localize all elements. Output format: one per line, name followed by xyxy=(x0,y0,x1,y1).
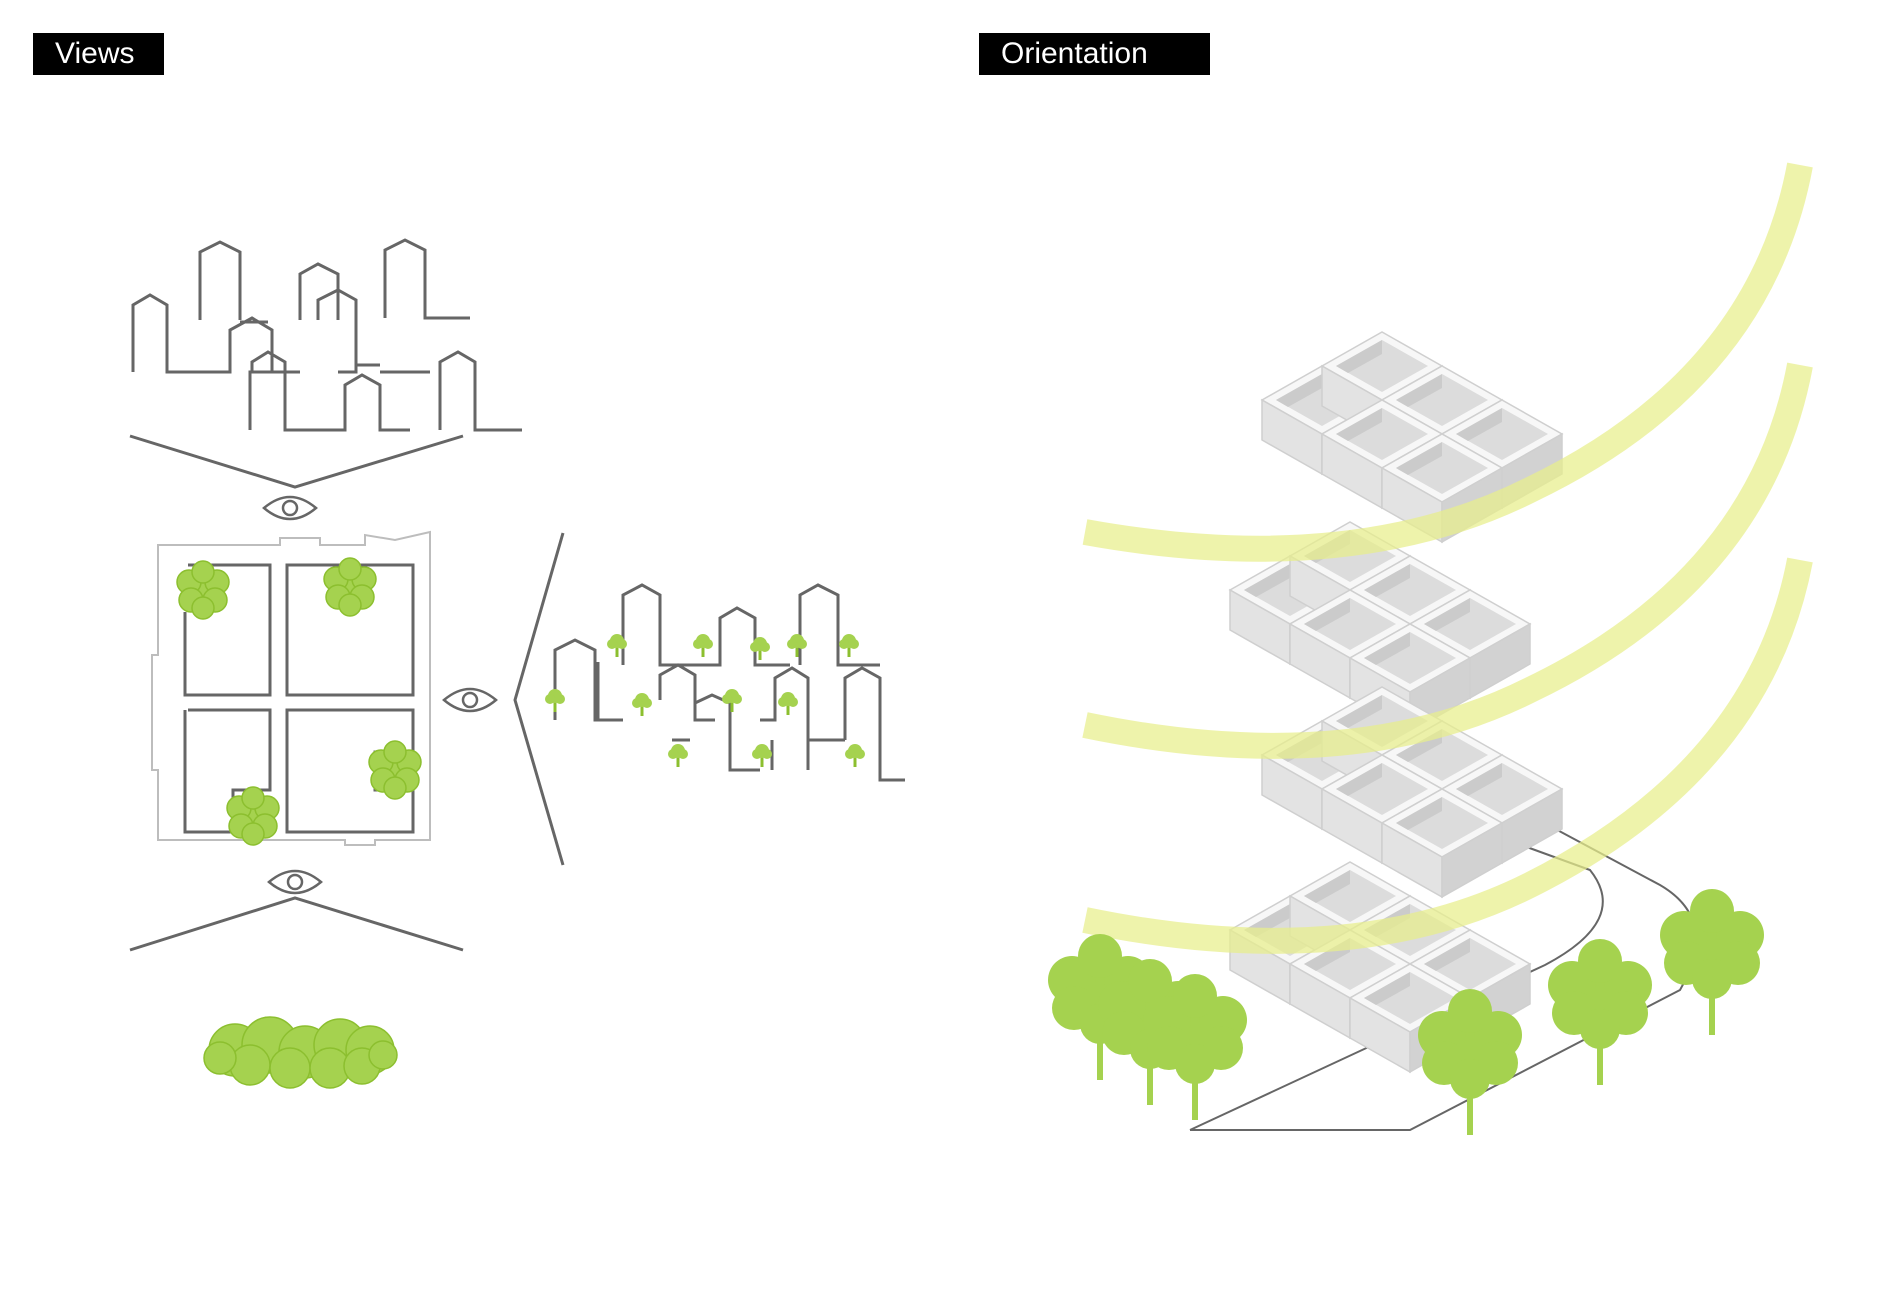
tree-icon-plan-2 xyxy=(323,557,377,617)
sun-path-arc-1 xyxy=(1082,162,1813,562)
tree-icon-skyline-7 xyxy=(787,634,807,657)
tree-icon-skyline-5 xyxy=(722,689,742,712)
tree-icon-skyline-12 xyxy=(845,744,865,767)
eye-icon-top xyxy=(262,495,318,521)
eye-icon-right xyxy=(442,687,498,713)
sun-path-arc-3 xyxy=(1082,557,1813,954)
hedge-bottom xyxy=(203,1016,398,1089)
tree-icon-skyline-6 xyxy=(750,637,770,660)
tree-icon-skyline-10 xyxy=(668,744,688,767)
view-cone-top xyxy=(129,434,464,489)
skyline-top xyxy=(131,238,522,432)
tree-icon-skyline-1 xyxy=(545,689,565,712)
orientation-panel xyxy=(1048,162,1813,1135)
site-plan xyxy=(151,530,431,846)
tree-icon-orient-6 xyxy=(1660,889,1764,1035)
skyline-right xyxy=(553,583,905,782)
eye-icon-bottom xyxy=(267,869,323,895)
tree-icon-skyline-11 xyxy=(752,744,772,767)
tree-icon-plan-1 xyxy=(176,560,230,620)
views-panel xyxy=(129,238,905,1089)
tree-icon-skyline-3 xyxy=(632,693,652,716)
view-cone-bottom xyxy=(129,896,464,952)
tree-icon-skyline-8 xyxy=(839,634,859,657)
tree-icon-skyline-9 xyxy=(778,692,798,715)
orientation-label: Orientation xyxy=(979,33,1210,75)
sun-path-arcs xyxy=(1082,162,1813,954)
sun-path-arc-2 xyxy=(1082,362,1813,759)
tree-icon-orient-5 xyxy=(1548,939,1652,1085)
tree-icon-plan-4 xyxy=(226,786,280,846)
views-label: Views xyxy=(33,33,164,75)
skyline-right-trees xyxy=(545,634,865,767)
tree-icon-skyline-4 xyxy=(693,634,713,657)
view-cone-right xyxy=(513,532,565,866)
